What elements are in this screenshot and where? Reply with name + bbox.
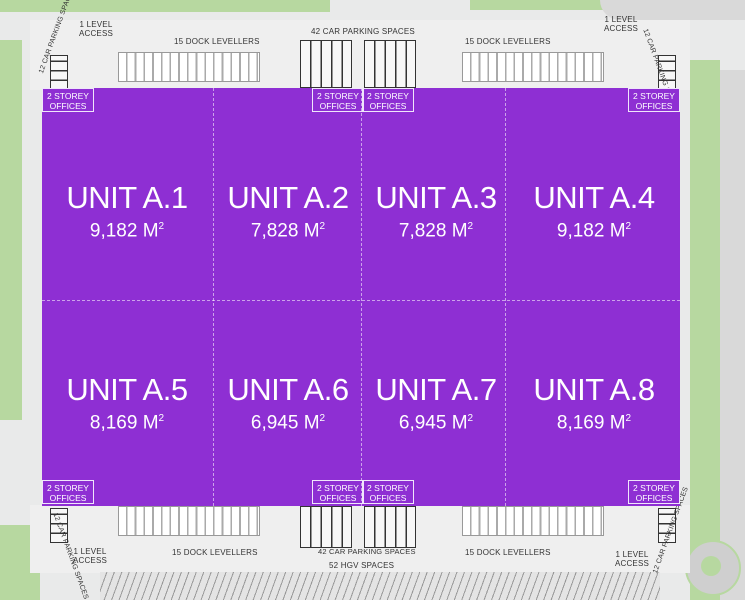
unit-name: UNIT A.3 [375, 180, 497, 215]
unit-a6[interactable]: UNIT A.6 6,945 M2 [208, 373, 368, 435]
car-parking-top-b [364, 40, 416, 88]
unit-area: 6,945 M2 [250, 412, 326, 434]
grass-top-left [0, 0, 330, 12]
unit-area: 8,169 M2 [556, 412, 632, 434]
unit-area: 7,828 M2 [398, 220, 474, 242]
car-parking-bottom-left [50, 508, 68, 543]
unit-area: 9,182 M2 [556, 220, 632, 242]
roundabout-island [701, 556, 721, 576]
car-parking-top-a [300, 40, 352, 88]
label-dock-levellers-bottom-left: 15 DOCK LEVELLERS [172, 548, 258, 557]
dock-levellers-top-left [118, 52, 260, 82]
car-parking-bottom-right [658, 508, 676, 543]
label-dock-levellers-bottom-right: 15 DOCK LEVELLERS [465, 548, 551, 557]
unit-divider [213, 88, 214, 506]
unit-a2[interactable]: UNIT A.2 7,828 M2 [208, 181, 368, 243]
dock-levellers-top-right [462, 52, 604, 82]
dock-levellers-bottom-left [118, 506, 260, 536]
unit-a8[interactable]: UNIT A.8 8,169 M2 [514, 373, 674, 435]
car-parking-bottom-a [300, 506, 352, 548]
label-hgv-spaces: 52 HGV SPACES [329, 561, 395, 570]
unit-area: 9,182 M2 [89, 220, 165, 242]
car-parking-top-left [50, 55, 68, 90]
unit-name: UNIT A.2 [227, 180, 349, 215]
car-parking-bottom-b [364, 506, 416, 548]
grass-left [0, 40, 22, 420]
grass-right [690, 60, 720, 600]
unit-area: 8,169 M2 [89, 412, 165, 434]
access-road-right [720, 70, 745, 600]
label-dock-levellers-top-right: 15 DOCK LEVELLERS [465, 37, 551, 46]
unit-name: UNIT A.5 [66, 372, 188, 407]
unit-name: UNIT A.7 [375, 372, 497, 407]
unit-name: UNIT A.6 [227, 372, 349, 407]
unit-a1[interactable]: UNIT A.1 9,182 M2 [47, 181, 207, 243]
unit-divider-horizontal [42, 300, 680, 301]
unit-a4[interactable]: UNIT A.4 9,182 M2 [514, 181, 674, 243]
dock-levellers-bottom-right [462, 506, 604, 536]
unit-name: UNIT A.1 [66, 180, 188, 215]
unit-a3[interactable]: UNIT A.3 7,828 M2 [356, 181, 516, 243]
unit-divider [505, 88, 506, 506]
warehouse-block: UNIT A.1 9,182 M2 UNIT A.2 7,828 M2 UNIT… [42, 88, 680, 506]
label-car-parking-top: 42 CAR PARKING SPACES [311, 27, 415, 36]
hgv-parking-bay [100, 572, 660, 600]
access-road-top [600, 0, 745, 20]
unit-divider [361, 88, 362, 506]
unit-name: UNIT A.8 [533, 372, 655, 407]
unit-a7[interactable]: UNIT A.7 6,945 M2 [356, 373, 516, 435]
unit-area: 7,828 M2 [250, 220, 326, 242]
unit-a5[interactable]: UNIT A.5 8,169 M2 [47, 373, 207, 435]
label-dock-levellers-top-left: 15 DOCK LEVELLERS [174, 37, 260, 46]
unit-area: 6,945 M2 [398, 412, 474, 434]
label-car-parking-bottom: 42 CAR PARKING SPACES [318, 547, 416, 556]
unit-name: UNIT A.4 [533, 180, 655, 215]
